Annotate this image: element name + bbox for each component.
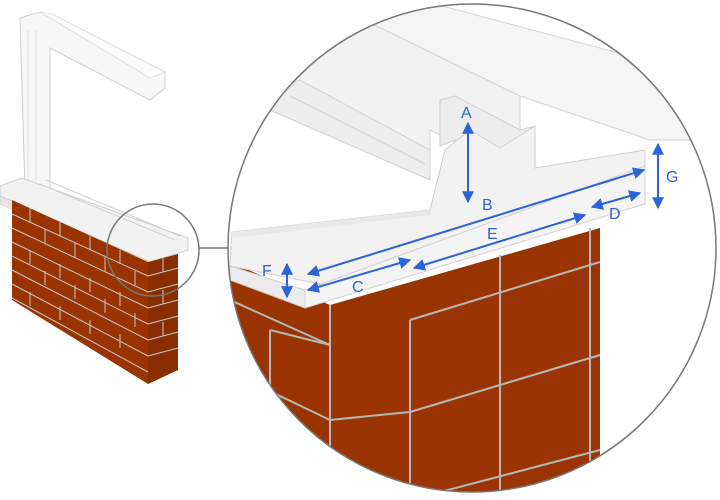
label-e: E xyxy=(487,226,498,243)
label-f: F xyxy=(262,263,272,280)
label-d: D xyxy=(609,206,621,223)
dimension-e-arrow xyxy=(412,212,587,271)
overview-magnifier-circle xyxy=(106,203,200,297)
dimension-labels: A B C D E F G xyxy=(262,105,678,296)
label-a: A xyxy=(461,105,472,122)
label-b: B xyxy=(482,197,493,214)
overview-window-frame xyxy=(19,11,166,191)
dimension-d-arrow xyxy=(590,190,642,210)
overview-brick-wall xyxy=(11,200,179,384)
dimension-c-arrow xyxy=(306,257,412,293)
label-c: C xyxy=(352,279,364,296)
dimension-lines xyxy=(281,121,664,299)
detail-magnifier-circle xyxy=(227,3,717,493)
label-g: G xyxy=(666,169,678,186)
